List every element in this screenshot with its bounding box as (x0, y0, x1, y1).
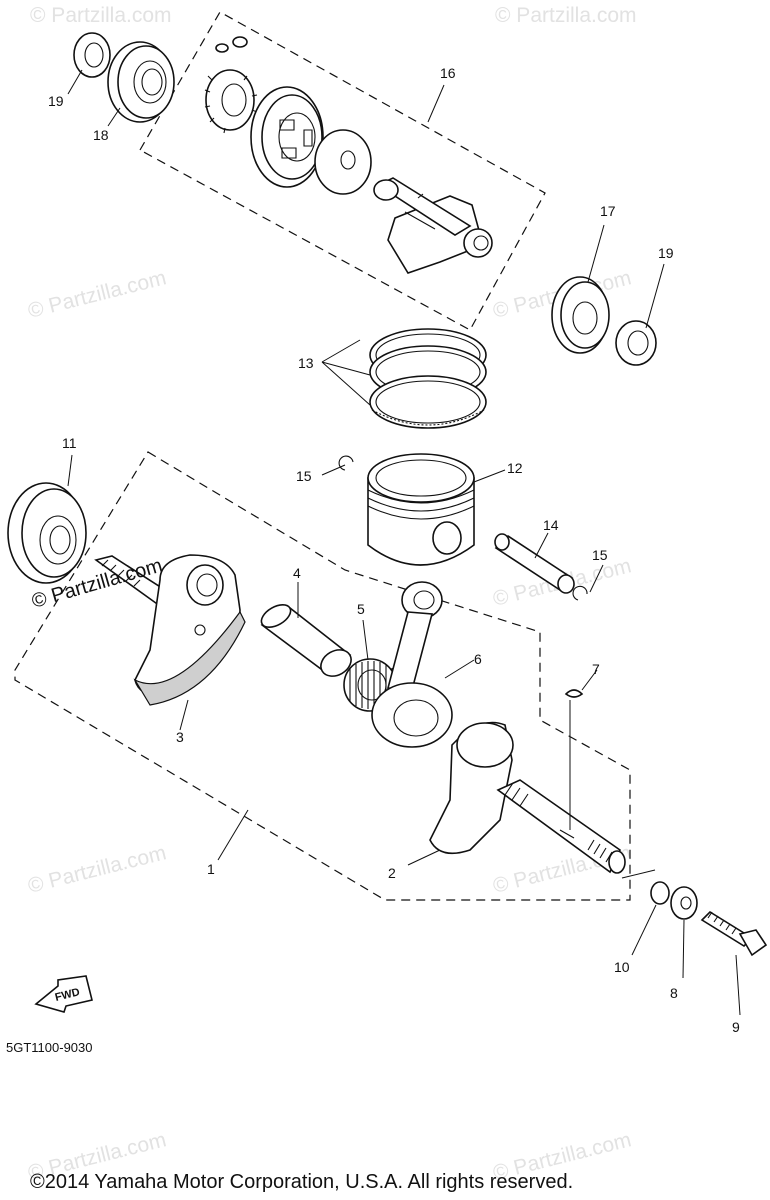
drawing-code: 5GT1100-9030 (6, 1040, 93, 1055)
watermark: © Partzilla.com (495, 4, 637, 27)
callout-11: 11 (62, 435, 77, 451)
crankshaft-left-icon (94, 554, 246, 706)
callout-13: 13 (298, 355, 314, 371)
callout-14: 14 (543, 517, 559, 533)
callout-12: 12 (507, 460, 523, 476)
callout-labels: 19 18 16 17 19 13 15 12 14 15 11 4 5 6 7… (48, 65, 740, 1035)
dowel-pin-icon (215, 36, 248, 53)
piston-pin-clip-icon (338, 455, 354, 471)
o-ring-icon (650, 881, 670, 905)
callout-3: 3 (176, 729, 184, 745)
callout-19: 19 (48, 93, 64, 109)
bolt-icon (700, 910, 768, 957)
woodruff-key-icon (564, 689, 584, 698)
callout-18: 18 (93, 127, 109, 143)
callout-8: 8 (670, 985, 678, 1001)
crankshaft-right-icon (429, 721, 626, 874)
piston-ring-set-icon (369, 328, 487, 429)
callout-10: 10 (614, 959, 630, 975)
watermark: © Partzilla.com (26, 266, 169, 323)
fwd-label: FWD (54, 986, 81, 1004)
balancer-gear-icon (250, 86, 324, 188)
copyright-notice: ©2014 Yamaha Motor Corporation, U.S.A. A… (30, 1171, 573, 1193)
callout-1: 1 (207, 861, 215, 877)
watermark: © Partzilla.com (26, 841, 169, 898)
leader-lines (67, 69, 741, 1016)
callout-4: 4 (293, 565, 301, 581)
watermark: © Partzilla.com (30, 4, 172, 27)
piston-pin-icon (494, 533, 575, 594)
callout-7: 7 (592, 661, 600, 677)
washer-icon (314, 129, 372, 195)
balancer-shaft-icon (373, 177, 493, 274)
callout-5: 5 (357, 601, 365, 617)
callout-15: 15 (592, 547, 608, 563)
piston-pin-clip-icon (572, 585, 588, 601)
callout-15: 15 (296, 468, 312, 484)
callout-6: 6 (474, 651, 482, 667)
callout-19: 19 (658, 245, 674, 261)
callout-16: 16 (440, 65, 456, 81)
bearing-icon (107, 41, 175, 123)
washer-icon (670, 886, 698, 920)
crankshaft-group-box (14, 451, 631, 901)
callout-17: 17 (600, 203, 616, 219)
callout-2: 2 (388, 865, 396, 881)
callout-9: 9 (732, 1019, 740, 1035)
oil-seal-icon (73, 32, 111, 78)
drive-gear-icon (204, 69, 258, 134)
fwd-arrow-icon: FWD (34, 975, 93, 1013)
oil-seal-icon (615, 320, 657, 366)
bearing-icon (7, 482, 87, 584)
piston-icon (367, 453, 475, 566)
connecting-rod-icon (371, 581, 453, 748)
bearing-icon (551, 276, 610, 354)
crank-pin-icon (260, 604, 352, 677)
balancer-group-box (139, 11, 546, 331)
